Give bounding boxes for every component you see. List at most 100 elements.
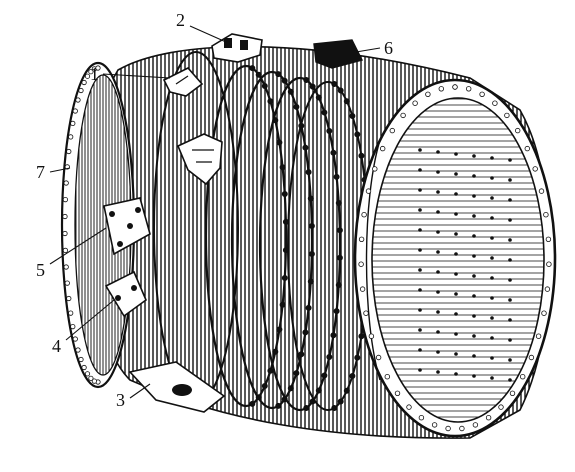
bolt-hole <box>354 131 361 138</box>
inner-hole <box>454 332 458 336</box>
bolt-hole <box>72 336 78 342</box>
inner-hole <box>472 154 476 158</box>
inner-hole <box>436 170 440 174</box>
inner-hole <box>418 168 422 172</box>
inner-hole <box>436 150 440 154</box>
inner-hole <box>472 254 476 258</box>
bolt-hole <box>275 402 282 409</box>
bolt-hole <box>307 278 314 285</box>
bolt-hole <box>375 354 382 361</box>
inner-hole <box>490 236 494 240</box>
bolt-hole <box>95 65 101 71</box>
bolt-hole <box>309 398 316 405</box>
bolt-hole <box>78 356 84 363</box>
bolt-hole <box>66 148 72 155</box>
bolt-hole <box>361 211 367 218</box>
bolt-hole <box>358 152 365 159</box>
bolt-hole <box>66 295 72 302</box>
inner-hole <box>418 368 422 372</box>
inner-hole <box>454 172 458 176</box>
bolt-hole <box>337 87 344 94</box>
bolt-hole <box>63 264 69 270</box>
inner-hole <box>472 294 476 298</box>
inner-hole <box>490 216 494 220</box>
bolt-hole <box>309 83 316 90</box>
bolt-hole <box>70 120 76 127</box>
mount-plate-4 <box>104 270 147 318</box>
inner-hole <box>508 158 512 162</box>
bolt-hole <box>333 173 340 180</box>
callout-3: 3 <box>116 390 125 410</box>
bolt-hole <box>315 94 322 101</box>
bolt-hole <box>389 127 395 134</box>
leader-lines <box>49 25 381 399</box>
bolt-hole <box>330 332 337 339</box>
bolt-hole <box>281 396 288 403</box>
bolt-hole <box>400 112 406 119</box>
bolt-hole <box>293 103 300 110</box>
bolt-hole <box>75 347 81 353</box>
inner-hole <box>418 248 422 252</box>
bolt-hole <box>249 400 256 407</box>
bolt-hole <box>336 254 343 261</box>
bolt-hole <box>282 247 289 254</box>
bolt-hole <box>287 88 294 95</box>
callout-5: 5 <box>36 260 45 280</box>
bolt-hole <box>62 197 69 203</box>
inner-hole <box>454 372 458 376</box>
inner-hole <box>490 316 494 320</box>
bolt-hole <box>452 84 458 90</box>
bolt-hole <box>261 83 268 90</box>
bolt-hole <box>267 98 274 105</box>
callout-1: 1 <box>90 64 99 84</box>
bolt-hole <box>303 77 310 84</box>
inner-hole <box>472 194 476 198</box>
inner-hole <box>454 312 458 316</box>
bolt-hole <box>472 422 479 428</box>
bolt-hole <box>88 69 94 75</box>
rear-opening <box>353 78 557 438</box>
inner-hole <box>472 334 476 338</box>
bolt-hole <box>545 236 552 242</box>
bolt-hole <box>331 404 338 411</box>
inner-hole <box>472 314 476 318</box>
inner-hole <box>418 288 422 292</box>
bolt-hole <box>330 149 337 156</box>
inner-hole <box>508 198 512 202</box>
bolt-hole <box>302 144 309 151</box>
inner-hole <box>454 212 458 216</box>
ring-bolts <box>249 65 371 411</box>
bolt-hole <box>431 422 438 428</box>
inner-hole <box>490 196 494 200</box>
front-flange-holes <box>62 65 101 385</box>
bolt-hole <box>68 134 74 140</box>
callout-labels: 1 2 3 4 5 6 7 <box>36 10 393 410</box>
bolt-hole <box>498 404 504 410</box>
bolt-hole <box>287 385 294 392</box>
bolt-hole <box>504 112 510 119</box>
bolt-hole <box>62 213 68 220</box>
callout-2: 2 <box>176 10 185 30</box>
bolt-hole <box>305 304 312 311</box>
inner-hole <box>436 310 440 314</box>
bolt-hole <box>281 274 288 281</box>
bolt-hole <box>544 286 551 292</box>
bolt-hole <box>335 281 342 288</box>
bolt-hole <box>308 222 315 229</box>
bolt-hole <box>368 333 375 339</box>
inner-hole <box>418 268 422 272</box>
bolt-hole <box>282 218 289 225</box>
inner-hole <box>490 376 494 380</box>
inner-hole <box>472 374 476 378</box>
inner-hole <box>490 276 494 280</box>
bolt-hole <box>68 310 74 316</box>
inner-hole <box>472 274 476 278</box>
inner-hole <box>508 298 512 302</box>
inner-hole <box>418 348 422 352</box>
bolt-hole <box>406 404 412 410</box>
bolt-hole <box>281 190 288 197</box>
bolt-hole <box>343 98 350 105</box>
bolt-hole <box>81 79 87 86</box>
bolt-hole <box>412 100 418 106</box>
bolt-hole <box>546 261 552 267</box>
